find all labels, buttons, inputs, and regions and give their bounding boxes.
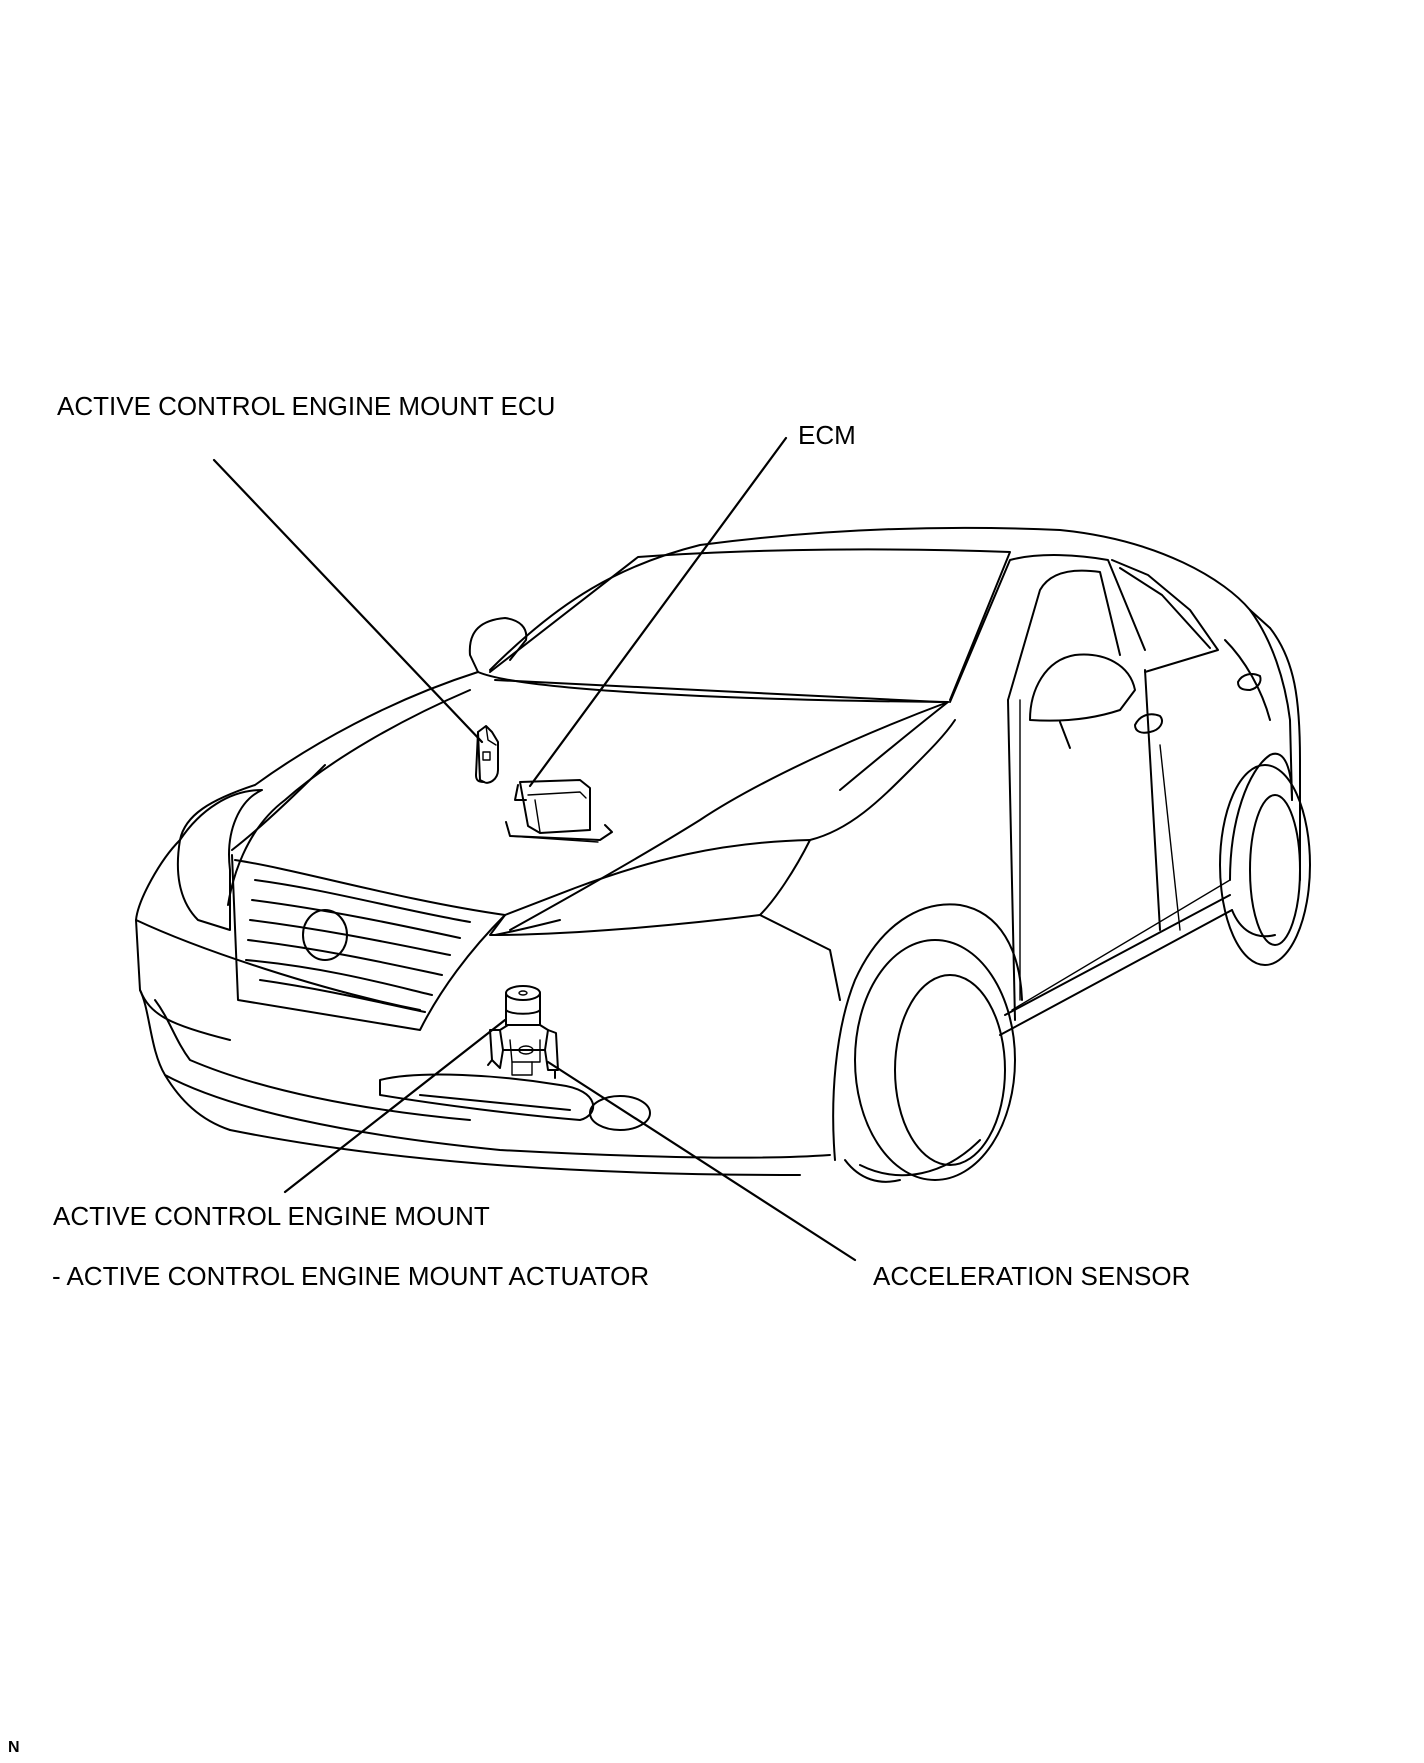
leader-ecm bbox=[528, 436, 788, 788]
label-engine-mount-actuator: - ACTIVE CONTROL ENGINE MOUNT ACTUATOR bbox=[52, 1261, 650, 1291]
figure-code: N bbox=[8, 1739, 20, 1756]
ecu-bracket-icon bbox=[475, 725, 499, 784]
label-acceleration-sensor: ACCELERATION SENSOR bbox=[873, 1261, 1191, 1291]
leader-ecu bbox=[212, 458, 484, 744]
leader-acceleration-sensor bbox=[546, 1060, 857, 1262]
leader-engine-mount bbox=[283, 1018, 507, 1194]
ecm-module-icon bbox=[505, 779, 613, 843]
engine-mount-icon bbox=[487, 985, 559, 1079]
sedan-line-drawing-icon bbox=[135, 526, 1311, 1183]
label-ecm: ECM bbox=[798, 420, 856, 450]
label-active-control-engine-mount-ecu: ACTIVE CONTROL ENGINE MOUNT ECU bbox=[57, 391, 556, 421]
label-active-control-engine-mount: ACTIVE CONTROL ENGINE MOUNT bbox=[53, 1201, 490, 1231]
